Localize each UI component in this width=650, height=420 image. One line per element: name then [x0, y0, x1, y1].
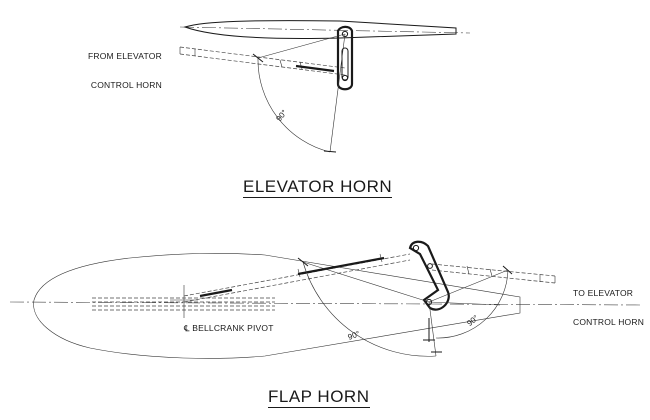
- flap-internal-structure: [92, 285, 275, 318]
- flap-pushrod: [183, 253, 411, 303]
- elevator-horn-arm: [336, 25, 354, 91]
- flap-bellcrank: [408, 240, 450, 311]
- flap-output-pushrod: [431, 263, 556, 284]
- flap-horn-title: FLAP HORN: [268, 387, 370, 408]
- elevator-angle-dimension: [252, 33, 346, 153]
- flap-to-label: TO ELEVATOR CONTROL HORN: [573, 272, 644, 335]
- elevator-outline: [183, 20, 457, 40]
- flap-angle-dimensions: [297, 257, 513, 357]
- flap-to-label-line2: CONTROL HORN: [573, 316, 645, 327]
- elevator-from-label-line1: FROM ELEVATOR: [88, 51, 162, 61]
- flap-to-label-line1: TO ELEVATOR: [573, 288, 634, 298]
- flap-horn-diagram: [9, 240, 641, 359]
- flap-wing-outline: [33, 253, 521, 359]
- elevator-pushrod: [179, 46, 346, 76]
- bellcrank-pivot-label: ℄ BELLCRANK PIVOT: [184, 323, 274, 333]
- elevator-horn-title: ELEVATOR HORN: [243, 177, 393, 198]
- elevator-horn-diagram: [179, 20, 471, 153]
- flap-centerline: [9, 301, 641, 306]
- elevator-from-label-line2: CONTROL HORN: [90, 79, 162, 90]
- elevator-from-label: FROM ELEVATOR CONTROL HORN: [88, 35, 162, 98]
- elevator-centerline: [179, 26, 471, 34]
